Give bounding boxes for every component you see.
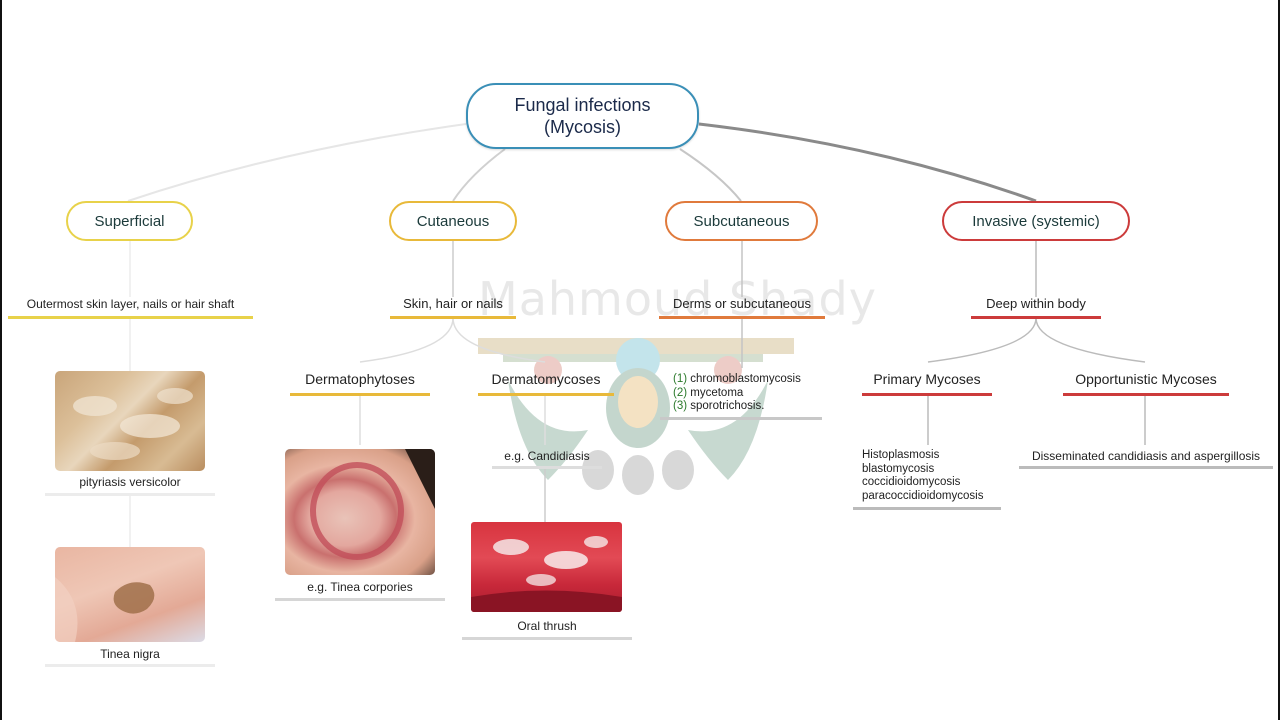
category-subcutaneous[interactable]: Subcutaneous bbox=[665, 201, 818, 241]
candidiasis-label: e.g. Candidiasis bbox=[504, 449, 590, 463]
dermatophytoses-label[interactable]: Dermatophytoses bbox=[305, 371, 415, 387]
oral-thrush-image bbox=[471, 522, 622, 612]
subcutaneous-list-underline bbox=[660, 417, 822, 420]
category-invasive[interactable]: Invasive (systemic) bbox=[942, 201, 1130, 241]
tinea-nigra-caption: Tinea nigra bbox=[100, 647, 160, 661]
dermatomycoses-underline bbox=[478, 393, 614, 396]
subcutaneous-description: Derms or subcutaneous bbox=[672, 296, 811, 311]
dermatomycoses-label[interactable]: Dermatomycoses bbox=[491, 371, 601, 387]
oral-thrush-underline bbox=[462, 637, 632, 640]
list-item: (3) sporotrichosis. bbox=[673, 400, 765, 412]
pityriasis-versicolor-caption: pityriasis versicolor bbox=[79, 475, 181, 489]
primary-list-underline bbox=[853, 507, 1001, 510]
primary-mycoses-list: Histoplasmosis blastomycosis coccidioido… bbox=[862, 449, 983, 503]
superficial-underline bbox=[8, 316, 253, 319]
list-item: coccidioidomycosis bbox=[862, 476, 961, 488]
list-item: blastomycosis bbox=[862, 462, 935, 475]
pityriasis-underline bbox=[45, 493, 215, 496]
opportunistic-underline-2 bbox=[1019, 466, 1273, 469]
tinea-nigra-image bbox=[55, 547, 205, 642]
root-node[interactable]: Fungal infections (Mycosis) bbox=[466, 83, 699, 149]
root-title-line2: (Mycosis) bbox=[544, 117, 621, 137]
category-cutaneous[interactable]: Cutaneous bbox=[389, 201, 517, 241]
list-item: (2) mycetoma bbox=[673, 386, 744, 399]
invasive-underline bbox=[971, 316, 1101, 319]
root-title-line1: Fungal infections bbox=[514, 95, 651, 115]
invasive-description: Deep within body bbox=[986, 296, 1086, 311]
list-item: (1) chromoblastomycosis bbox=[673, 373, 801, 385]
list-item: Histoplasmosis bbox=[862, 449, 940, 461]
primary-mycoses-underline bbox=[862, 393, 992, 396]
cutaneous-underline bbox=[390, 316, 516, 319]
list-item: paracoccidioidomycosis bbox=[862, 489, 984, 502]
candidiasis-underline bbox=[492, 466, 602, 469]
watermark-emblem bbox=[478, 338, 794, 495]
pityriasis-versicolor-image bbox=[55, 371, 205, 471]
primary-mycoses-label[interactable]: Primary Mycoses bbox=[873, 371, 981, 387]
category-superficial[interactable]: Superficial bbox=[66, 201, 193, 241]
subcutaneous-list: (1) chromoblastomycosis (2) mycetoma (3)… bbox=[673, 373, 801, 414]
oral-thrush-caption: Oral thrush bbox=[517, 619, 577, 633]
superficial-description: Outermost skin layer, nails or hair shaf… bbox=[26, 297, 235, 311]
cutaneous-description: Skin, hair or nails bbox=[403, 296, 503, 311]
opportunistic-mycoses-label[interactable]: Opportunistic Mycoses bbox=[1075, 371, 1217, 387]
tinea-corporis-underline bbox=[275, 598, 445, 601]
tinea-corporis-caption: e.g. Tinea corpories bbox=[307, 580, 413, 594]
opportunistic-mycoses-underline bbox=[1063, 393, 1229, 396]
subcutaneous-underline bbox=[659, 316, 825, 319]
tinea-corporis-image bbox=[285, 449, 435, 575]
tinea-nigra-underline bbox=[45, 664, 215, 667]
dermatophytoses-underline bbox=[290, 393, 430, 396]
opportunistic-example: Disseminated candidiasis and aspergillos… bbox=[1031, 449, 1261, 463]
